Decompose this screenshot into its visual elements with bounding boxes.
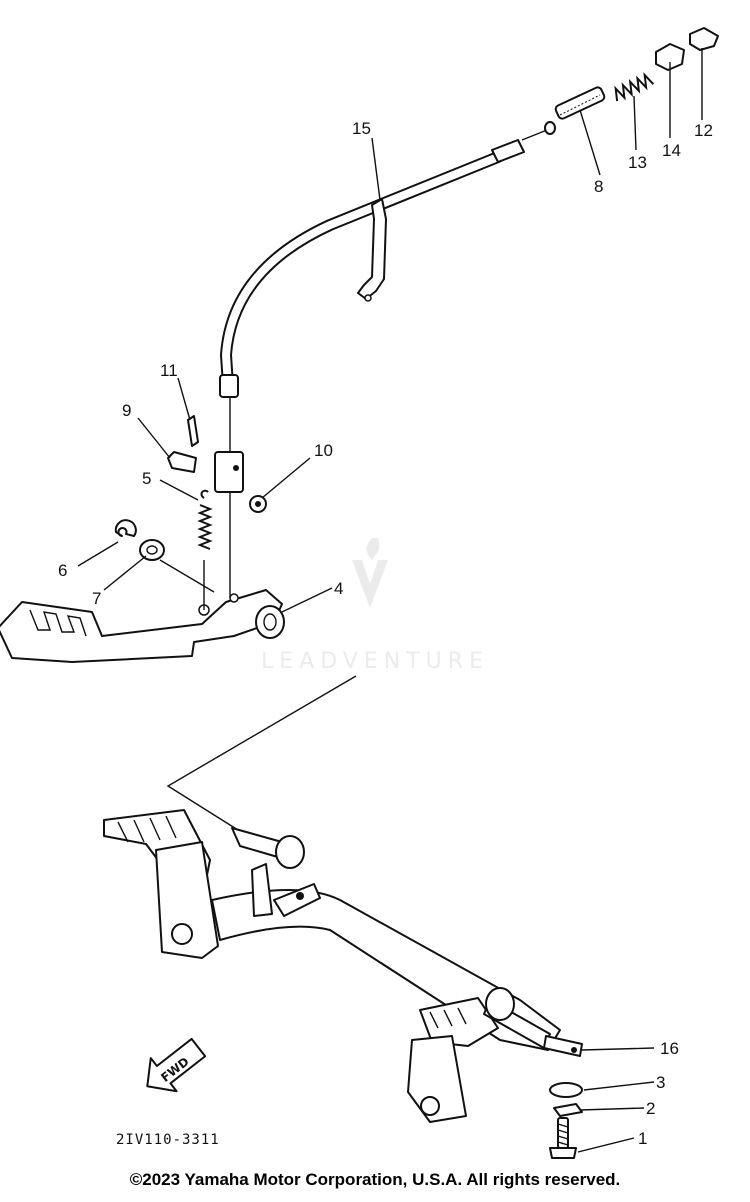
brake-cable	[214, 121, 556, 493]
leader-9	[137, 417, 171, 459]
callout-7: 7	[92, 589, 101, 608]
leader-13	[633, 95, 637, 151]
callout-1: 1	[638, 1129, 647, 1148]
watermark-text: LEADVENTURE	[261, 649, 489, 674]
guard-plate	[543, 1035, 583, 1057]
footrest-frame	[103, 809, 583, 1123]
leader-11	[177, 377, 191, 421]
leader-2	[579, 1107, 645, 1111]
brake-pedal	[0, 589, 285, 663]
watermark-logo: LEADVENTURE	[261, 538, 489, 674]
leader-4	[281, 587, 333, 613]
leader-15	[371, 137, 381, 201]
leader-1	[577, 1137, 635, 1153]
callout-10: 10	[314, 441, 333, 460]
callout-8: 8	[594, 177, 603, 196]
callout-4: 4	[334, 579, 343, 598]
leader-5	[159, 479, 199, 501]
callout-12: 12	[694, 121, 713, 140]
wing-nut	[689, 27, 719, 51]
leader-16	[581, 1047, 655, 1051]
adjusting-nut	[655, 43, 685, 71]
callout-14: 14	[662, 141, 681, 160]
leader-3	[583, 1081, 655, 1091]
fwd-arrow-icon: FWD	[146, 1037, 207, 1093]
clevis-pin	[167, 451, 197, 473]
leader-10	[261, 457, 311, 499]
callout-15: 15	[352, 119, 371, 138]
leader-6	[77, 541, 119, 567]
callout-11: 11	[160, 361, 178, 380]
plate-washer	[549, 1082, 583, 1098]
lock-washer	[553, 1103, 583, 1117]
leader-7	[103, 555, 147, 591]
assembly-line-shaft	[166, 675, 357, 831]
callout-6: 6	[58, 561, 67, 580]
return-spring-small	[614, 72, 655, 102]
cable-end-clevis	[214, 451, 244, 493]
return-spring	[197, 489, 213, 550]
circlip	[114, 519, 137, 537]
callout-5: 5	[142, 469, 151, 488]
callout-9: 9	[122, 401, 131, 420]
cotter-pin	[187, 415, 199, 447]
callout-13: 13	[628, 153, 647, 172]
adjuster-rod	[554, 86, 606, 120]
assembly-line-washer	[159, 559, 215, 593]
callout-2: 2	[646, 1099, 655, 1118]
callout-3: 3	[656, 1073, 665, 1092]
bolt	[549, 1117, 577, 1159]
copyright-notice: ©2023 Yamaha Motor Corporation, U.S.A. A…	[129, 1170, 621, 1189]
cable-adjuster-nut	[491, 139, 525, 163]
leader-8	[579, 109, 601, 176]
diagram-reference: 2IV110-3311	[116, 1132, 220, 1148]
callout-16: 16	[660, 1039, 679, 1058]
